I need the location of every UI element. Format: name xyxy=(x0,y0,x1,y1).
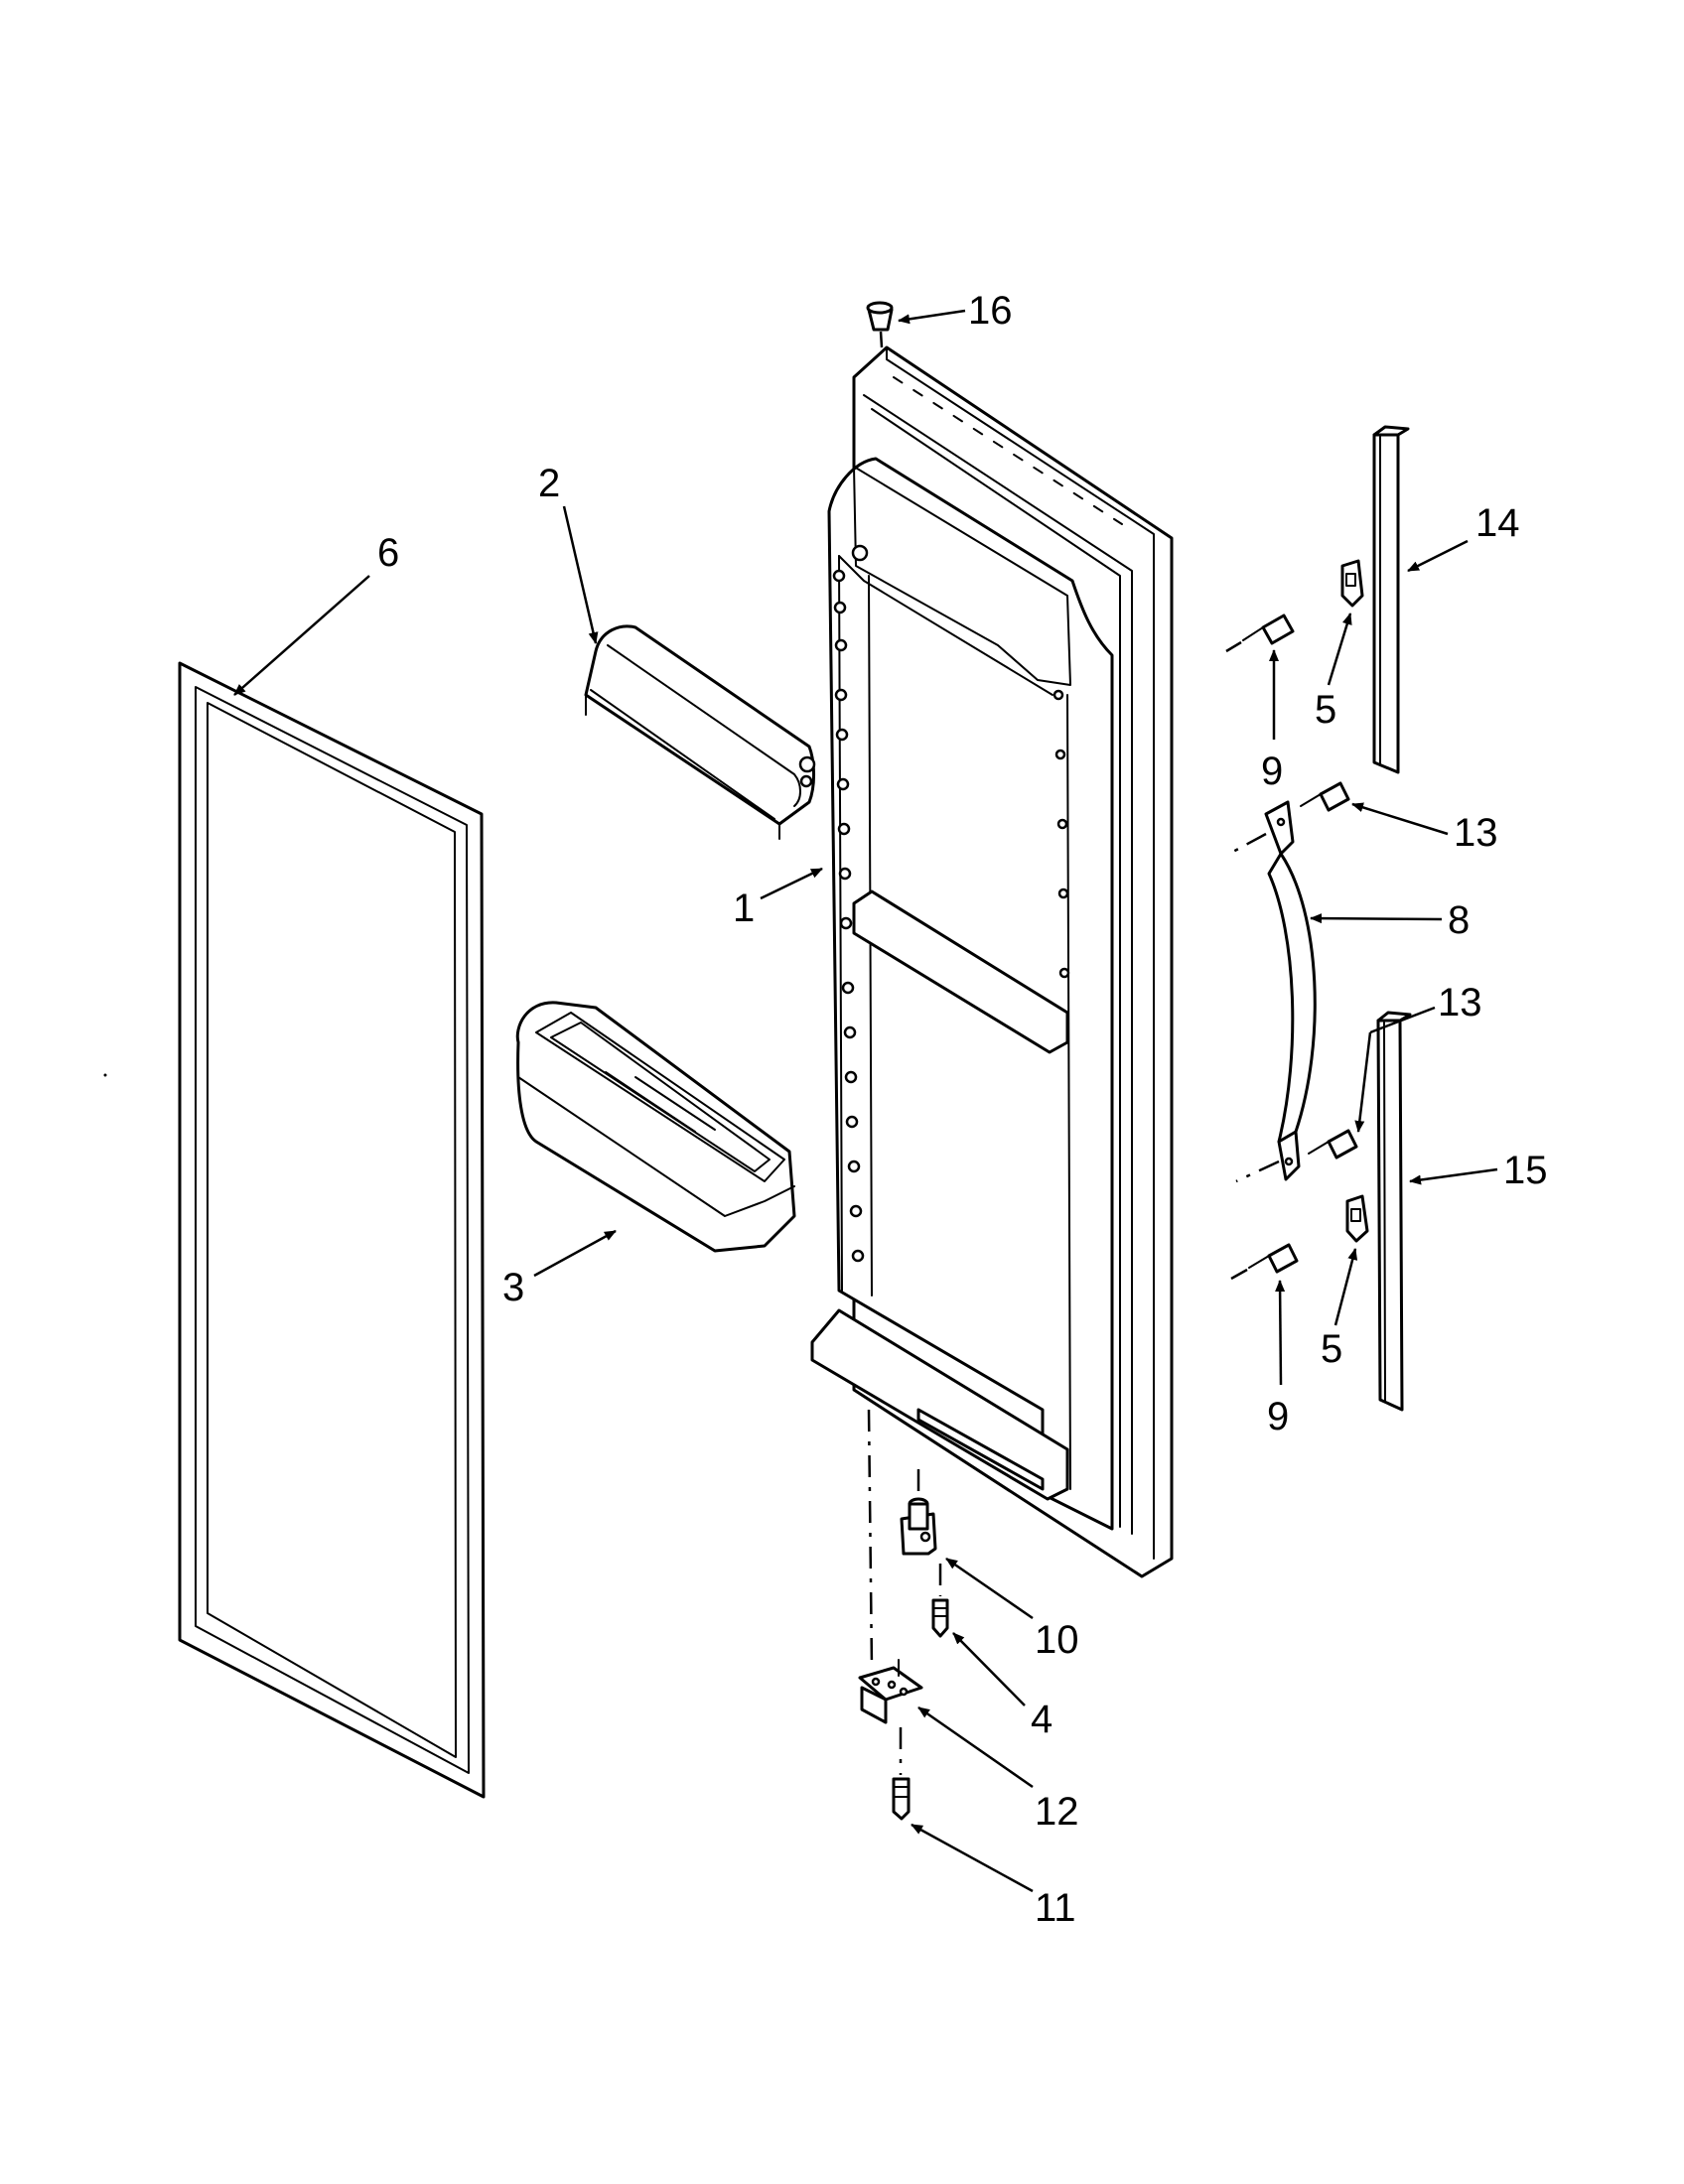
leader-10 xyxy=(945,1557,1034,1620)
hinge-centerline xyxy=(867,1409,874,1669)
leader-1 xyxy=(760,867,823,900)
callout-5b: 5 xyxy=(1321,1327,1342,1371)
callout-8: 8 xyxy=(1448,898,1470,942)
callout-4: 4 xyxy=(1031,1698,1052,1741)
hinge-screw-4-part xyxy=(931,1564,949,1638)
stray-mark xyxy=(103,1073,107,1077)
callout-1: 1 xyxy=(733,887,755,930)
hinge-plate-part xyxy=(858,1659,923,1724)
callout-14: 14 xyxy=(1475,501,1520,545)
callout-9a: 9 xyxy=(1261,750,1283,793)
hinge-pin-part xyxy=(900,1469,937,1556)
leader-4 xyxy=(952,1632,1026,1706)
leader-6 xyxy=(233,575,370,696)
upper-trim-strip-part xyxy=(1372,425,1410,774)
leader-9b xyxy=(1275,1280,1286,1386)
lower-trim-strip-part xyxy=(1376,1011,1412,1412)
callout-10: 10 xyxy=(1035,1618,1079,1662)
door-handle-part xyxy=(1228,800,1317,1183)
callout-16: 16 xyxy=(968,289,1013,333)
top-plug-part xyxy=(866,301,894,348)
screw-9-upper-part xyxy=(1225,614,1295,653)
leader-5b xyxy=(1333,1248,1358,1326)
callout-labels: 16 2 6 1 3 14 5 9 13 8 13 15 5 9 10 4 12… xyxy=(377,289,1548,1930)
callout-9b: 9 xyxy=(1267,1395,1289,1438)
leader-2 xyxy=(562,505,599,644)
leader-12 xyxy=(917,1706,1034,1789)
trim-clip-lower-part xyxy=(1345,1194,1369,1243)
callout-13b: 13 xyxy=(1438,981,1482,1024)
door-liner-part xyxy=(810,345,1174,1578)
leader-lines xyxy=(233,309,1498,1893)
callout-6: 6 xyxy=(377,531,399,575)
screw-9-lower-part xyxy=(1230,1243,1299,1281)
trim-clip-upper-part xyxy=(1340,559,1364,608)
upper-door-bin-part xyxy=(584,624,816,840)
callout-2: 2 xyxy=(538,462,560,505)
leader-3 xyxy=(533,1229,617,1278)
callout-13a: 13 xyxy=(1454,811,1498,855)
leader-8 xyxy=(1310,913,1443,924)
leader-14 xyxy=(1407,539,1469,573)
hinge-screw-11-part xyxy=(892,1727,911,1821)
door-gasket-part xyxy=(178,661,486,1799)
leader-13a xyxy=(1351,802,1449,836)
lower-door-bin-part xyxy=(515,1001,796,1253)
leader-11 xyxy=(911,1823,1034,1893)
callout-11: 11 xyxy=(1035,1886,1076,1930)
leader-5a xyxy=(1327,613,1352,686)
callout-3: 3 xyxy=(502,1266,524,1309)
callout-12: 12 xyxy=(1035,1790,1079,1834)
leader-13b-a xyxy=(1369,1006,1436,1034)
leader-16 xyxy=(898,309,966,325)
leader-13b-b xyxy=(1354,1031,1372,1133)
screw-13-upper-part xyxy=(1300,781,1350,812)
liner-shelf-holes xyxy=(832,569,1070,1263)
callout-5a: 5 xyxy=(1315,688,1336,732)
callout-15: 15 xyxy=(1503,1149,1548,1192)
screw-13-lower-part xyxy=(1308,1129,1358,1160)
leader-15 xyxy=(1409,1167,1498,1185)
